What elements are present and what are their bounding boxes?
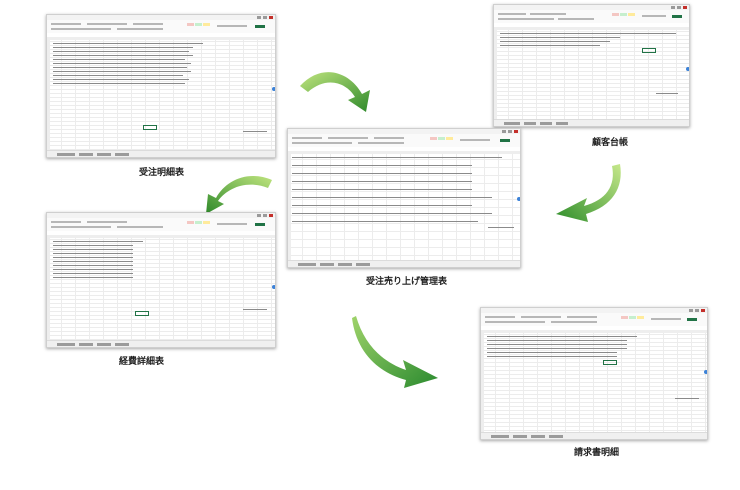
sheet-tabs [47, 150, 275, 157]
sheet-customer-ledger [493, 4, 690, 127]
cell-grid [481, 330, 707, 433]
cell-grid [47, 235, 275, 341]
arrow-customer-to-management [556, 164, 621, 222]
arrow-management-to-expense [206, 176, 272, 214]
ribbon [47, 218, 275, 232]
arrow-management-to-invoice [352, 316, 438, 388]
ribbon [481, 313, 707, 327]
ribbon [494, 10, 689, 24]
sheet-order-sales-management [287, 128, 521, 268]
caption-customer-ledger: 顧客台帳 [592, 138, 629, 148]
sheet-order-details [46, 14, 276, 158]
sheet-tabs [288, 260, 520, 267]
caption-order-sales-management: 受注売り上げ管理表 [366, 277, 448, 287]
caption-order-details: 受注明細表 [139, 168, 185, 178]
caption-expense-details: 経費詳細表 [119, 357, 165, 367]
ribbon [47, 20, 275, 34]
sheet-tabs [481, 432, 707, 439]
arrow-order-details-to-management [300, 72, 370, 112]
ribbon [288, 134, 520, 148]
cell-grid [288, 151, 520, 261]
sheet-invoice-details [480, 307, 708, 440]
cell-grid [47, 37, 275, 151]
sheet-tabs [494, 119, 689, 126]
cell-grid [494, 27, 689, 120]
sheet-expense-details [46, 212, 276, 348]
caption-invoice-details: 請求書明細 [574, 448, 620, 458]
sheet-tabs [47, 340, 275, 347]
